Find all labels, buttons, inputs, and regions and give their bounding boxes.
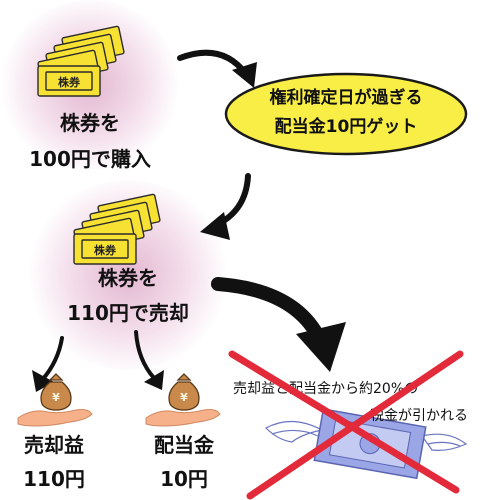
tax-note-line2: 税金が引かれる — [370, 408, 468, 424]
arrow-to-sell-icon — [200, 173, 251, 240]
dividend-money-bag-hand-icon: ¥ — [145, 373, 221, 427]
sell-step-line1: 株券を — [98, 266, 158, 290]
stock-certificate-stack-buy-icon: 株券 — [37, 25, 125, 97]
ticket-label-sell: 株券 — [94, 243, 117, 257]
gain-bag-yen: ¥ — [52, 391, 60, 404]
gain-title: 売却益 — [24, 433, 84, 457]
sell-step-label: 株券を 110円で売却 — [28, 263, 228, 328]
dividend-bag-yen: ¥ — [180, 391, 188, 404]
dividend-result-label: 配当金 10円 — [134, 430, 234, 494]
buy-step-line2: 100円で購入 — [29, 147, 151, 171]
dividend-bubble-text: 権利確定日が過ぎる 配当金10円ゲット — [225, 84, 467, 142]
ticket-label-buy: 株券 — [58, 75, 81, 89]
arrow-to-gain-icon — [32, 336, 64, 392]
arrow-to-tax-icon — [211, 277, 346, 372]
arrow-to-dividend-icon — [134, 330, 164, 390]
gain-value: 110円 — [23, 467, 85, 491]
bubble-line2: 配当金10円ゲット — [274, 117, 418, 137]
dividend-title: 配当金 — [154, 433, 214, 457]
arrow-to-bubble-icon — [177, 49, 257, 88]
dividend-value: 10円 — [160, 467, 208, 491]
dividend-bubble — [224, 72, 468, 156]
sell-step-line2: 110円で売却 — [67, 301, 189, 325]
gain-result-label: 売却益 110円 — [4, 430, 104, 494]
buy-step-label: 株券を 100円で購入 — [0, 108, 180, 174]
bubble-line1: 権利確定日が過ぎる — [269, 88, 423, 108]
stock-certificate-stack-sell-icon: 株券 — [73, 193, 161, 265]
buy-step-line1: 株券を — [60, 111, 120, 135]
gain-money-bag-hand-icon: ¥ — [17, 373, 93, 427]
